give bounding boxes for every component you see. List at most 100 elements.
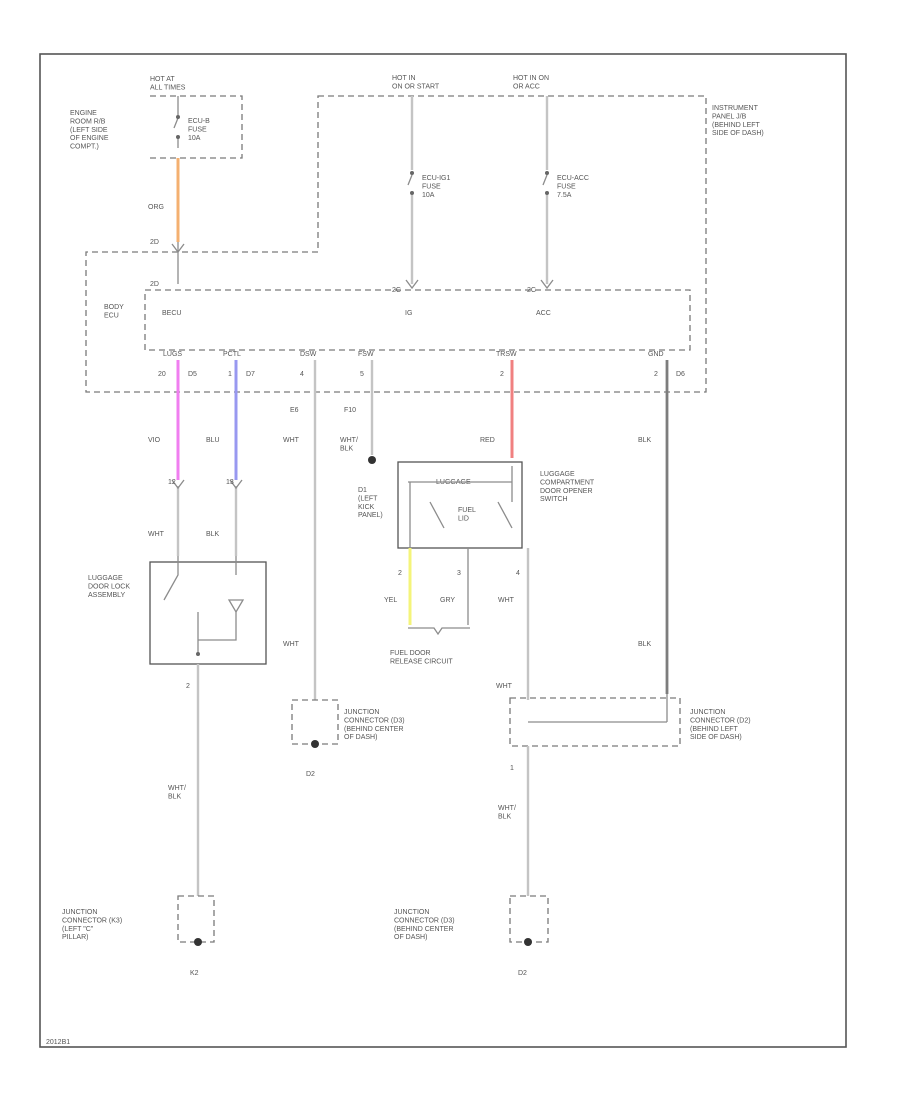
jc-k3-outline [177,895,215,943]
conn-f10: F10 [344,407,356,414]
engine-room-rb-outline [150,95,243,159]
pin-num-5: 5 [360,371,364,378]
label-conn-2d-a: 2D [150,239,159,246]
fuse-ecu-b [173,117,179,148]
fuse-ecu-b-term-b [176,135,180,139]
lock-motor-icon [227,599,245,614]
lock-pin-13: 13 [226,479,234,486]
pin-num-2a: 2 [500,371,504,378]
connector-ig-arrow [405,279,419,290]
pin-num-2b: 2 [654,371,658,378]
label-wire-blk-lock: BLK [206,531,220,538]
ground-d2-a [311,740,319,748]
label-conn-2c-b: 2C [527,287,536,294]
switch-pin-3: 3 [457,570,461,577]
terminal-pctl: PCTL [223,351,241,358]
fuse-ecu-acc [542,174,548,186]
diagram-code: 2012B1 [46,1039,70,1046]
switch-pin-4: 4 [516,570,520,577]
jc-d2-pin: 1 [510,765,514,772]
luggage-door-lock-box [149,561,267,665]
label-wire-wht-switch: WHT [498,597,515,604]
switch-internal [409,466,513,548]
ground-k2 [194,938,202,946]
label-wire-wht-blk-jc: WHT/BLK [498,805,516,820]
lock-internal-wires [197,612,237,654]
ground-label-d2-a: D2 [306,771,315,778]
pin-acc: ACC [536,310,551,317]
label-wire-blk-gnd: BLK [638,437,652,444]
terminal-trsw: TRSW [496,351,517,358]
fuel-circuit-bracket [408,627,470,636]
ground-fsw [368,456,376,464]
terminal-lugs: LUGS [163,351,182,358]
label-wire-blk-gnd-2: BLK [638,641,652,648]
conn-d5: D5 [188,371,197,378]
label-wire-wht-dsw-2: WHT [283,641,300,648]
label-wire-wht-dsw: WHT [283,437,300,444]
fuse-ecu-ig1 [407,174,413,186]
jc-d3-b-outline [509,895,549,943]
pin-num-1: 1 [228,371,232,378]
ground-label-d2-b: D2 [518,970,527,977]
jc-d2-bus [528,694,668,723]
switch-contacts [429,501,513,529]
label-wire-red: RED [480,437,495,444]
connector-vio-arrow [171,479,185,490]
label-conn-2c-a: 2C [392,287,401,294]
instrument-panel-jb-outline [85,95,707,393]
body-ecu-outline [144,289,691,351]
pin-becu: BECU [162,310,181,317]
connector-acc-arrow [540,279,554,290]
fuse-acc-term-b [545,191,549,195]
fuse-acc-term-a [545,171,549,175]
jc-d3-a-outline [291,699,339,745]
label-wire-org: ORG [148,204,164,211]
pin-num-20: 20 [158,371,166,378]
connector-blu-arrow [229,479,243,490]
opener-switch-box [397,461,523,549]
label-wire-wht-blk-lock: WHT/BLK [168,785,186,800]
switch-pin-2: 2 [398,570,402,577]
lock-common [196,652,200,656]
label-conn-2d-b: 2D [150,281,159,288]
pin-num-4: 4 [300,371,304,378]
lock-pin-12: 12 [168,479,176,486]
label-wire-gry: GRY [440,597,455,604]
lock-switch [163,556,179,601]
fuse-ig1-term-b [410,191,414,195]
jc-d2-outline [509,697,681,747]
fuse-ecu-b-term-a [176,115,180,119]
ground-label-k2: K2 [190,970,199,977]
terminal-gnd: GND [648,351,664,358]
connector-2d-a [171,243,185,254]
conn-d7: D7 [246,371,255,378]
terminal-dsw: DSW [300,351,317,358]
fuse-ig1-term-a [410,171,414,175]
pin-ig: IG [405,310,412,317]
label-wire-wht-lock: WHT [148,531,165,538]
diagram-frame [39,53,847,1048]
ground-d2-b [524,938,532,946]
terminal-fsw: FSW [358,351,374,358]
label-wire-vio: VIO [148,437,161,444]
